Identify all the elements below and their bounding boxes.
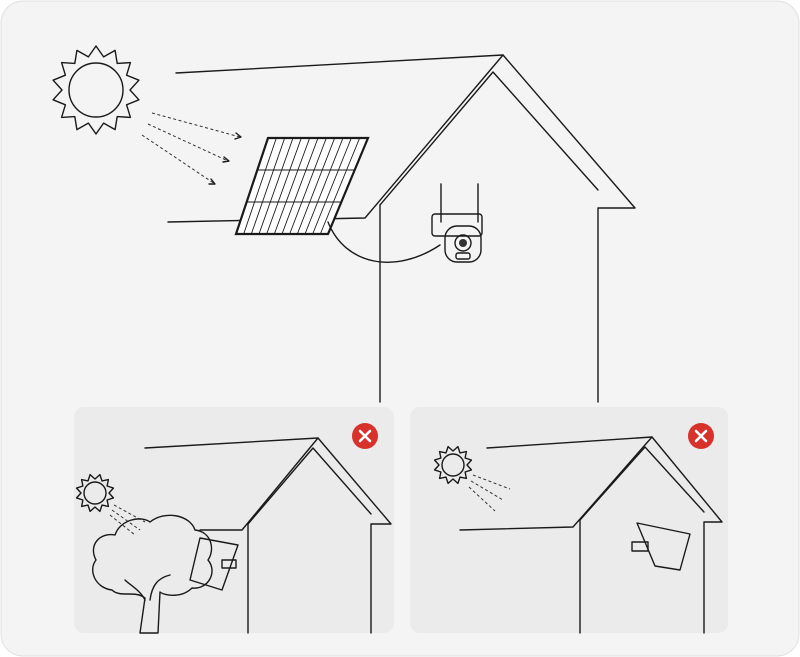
solar-cell-line — [258, 137, 294, 235]
solar-cell-line — [304, 137, 344, 235]
main-scene — [52, 45, 636, 403]
solar-cell-line — [281, 137, 319, 235]
solar-cell-line — [296, 137, 336, 235]
solar-cell-line — [319, 137, 361, 235]
sunlight-arrows — [141, 112, 242, 185]
sun-icon — [433, 445, 473, 485]
solar-cell-line — [312, 137, 352, 235]
x-mark-icon — [688, 423, 714, 449]
solar-panel-icon — [234, 136, 370, 236]
tree-icon — [92, 514, 213, 634]
solar-cell-line — [243, 137, 277, 235]
x-mark-icon — [352, 423, 378, 449]
solar-cell-line — [250, 137, 286, 235]
solar-panel-icon — [189, 537, 239, 591]
power-cable — [327, 221, 441, 263]
solar-cell-line — [273, 137, 311, 235]
sun-icon — [75, 473, 115, 513]
solar-cell-line — [266, 137, 302, 235]
solar-cell-line — [289, 137, 327, 235]
solar-panel-icon — [631, 522, 691, 571]
scene-panel-facing-away — [410, 407, 728, 634]
sun-icon — [52, 45, 140, 135]
house-icon — [167, 54, 636, 403]
scene-shaded-by-tree — [74, 407, 394, 634]
camera-icon — [431, 183, 483, 263]
